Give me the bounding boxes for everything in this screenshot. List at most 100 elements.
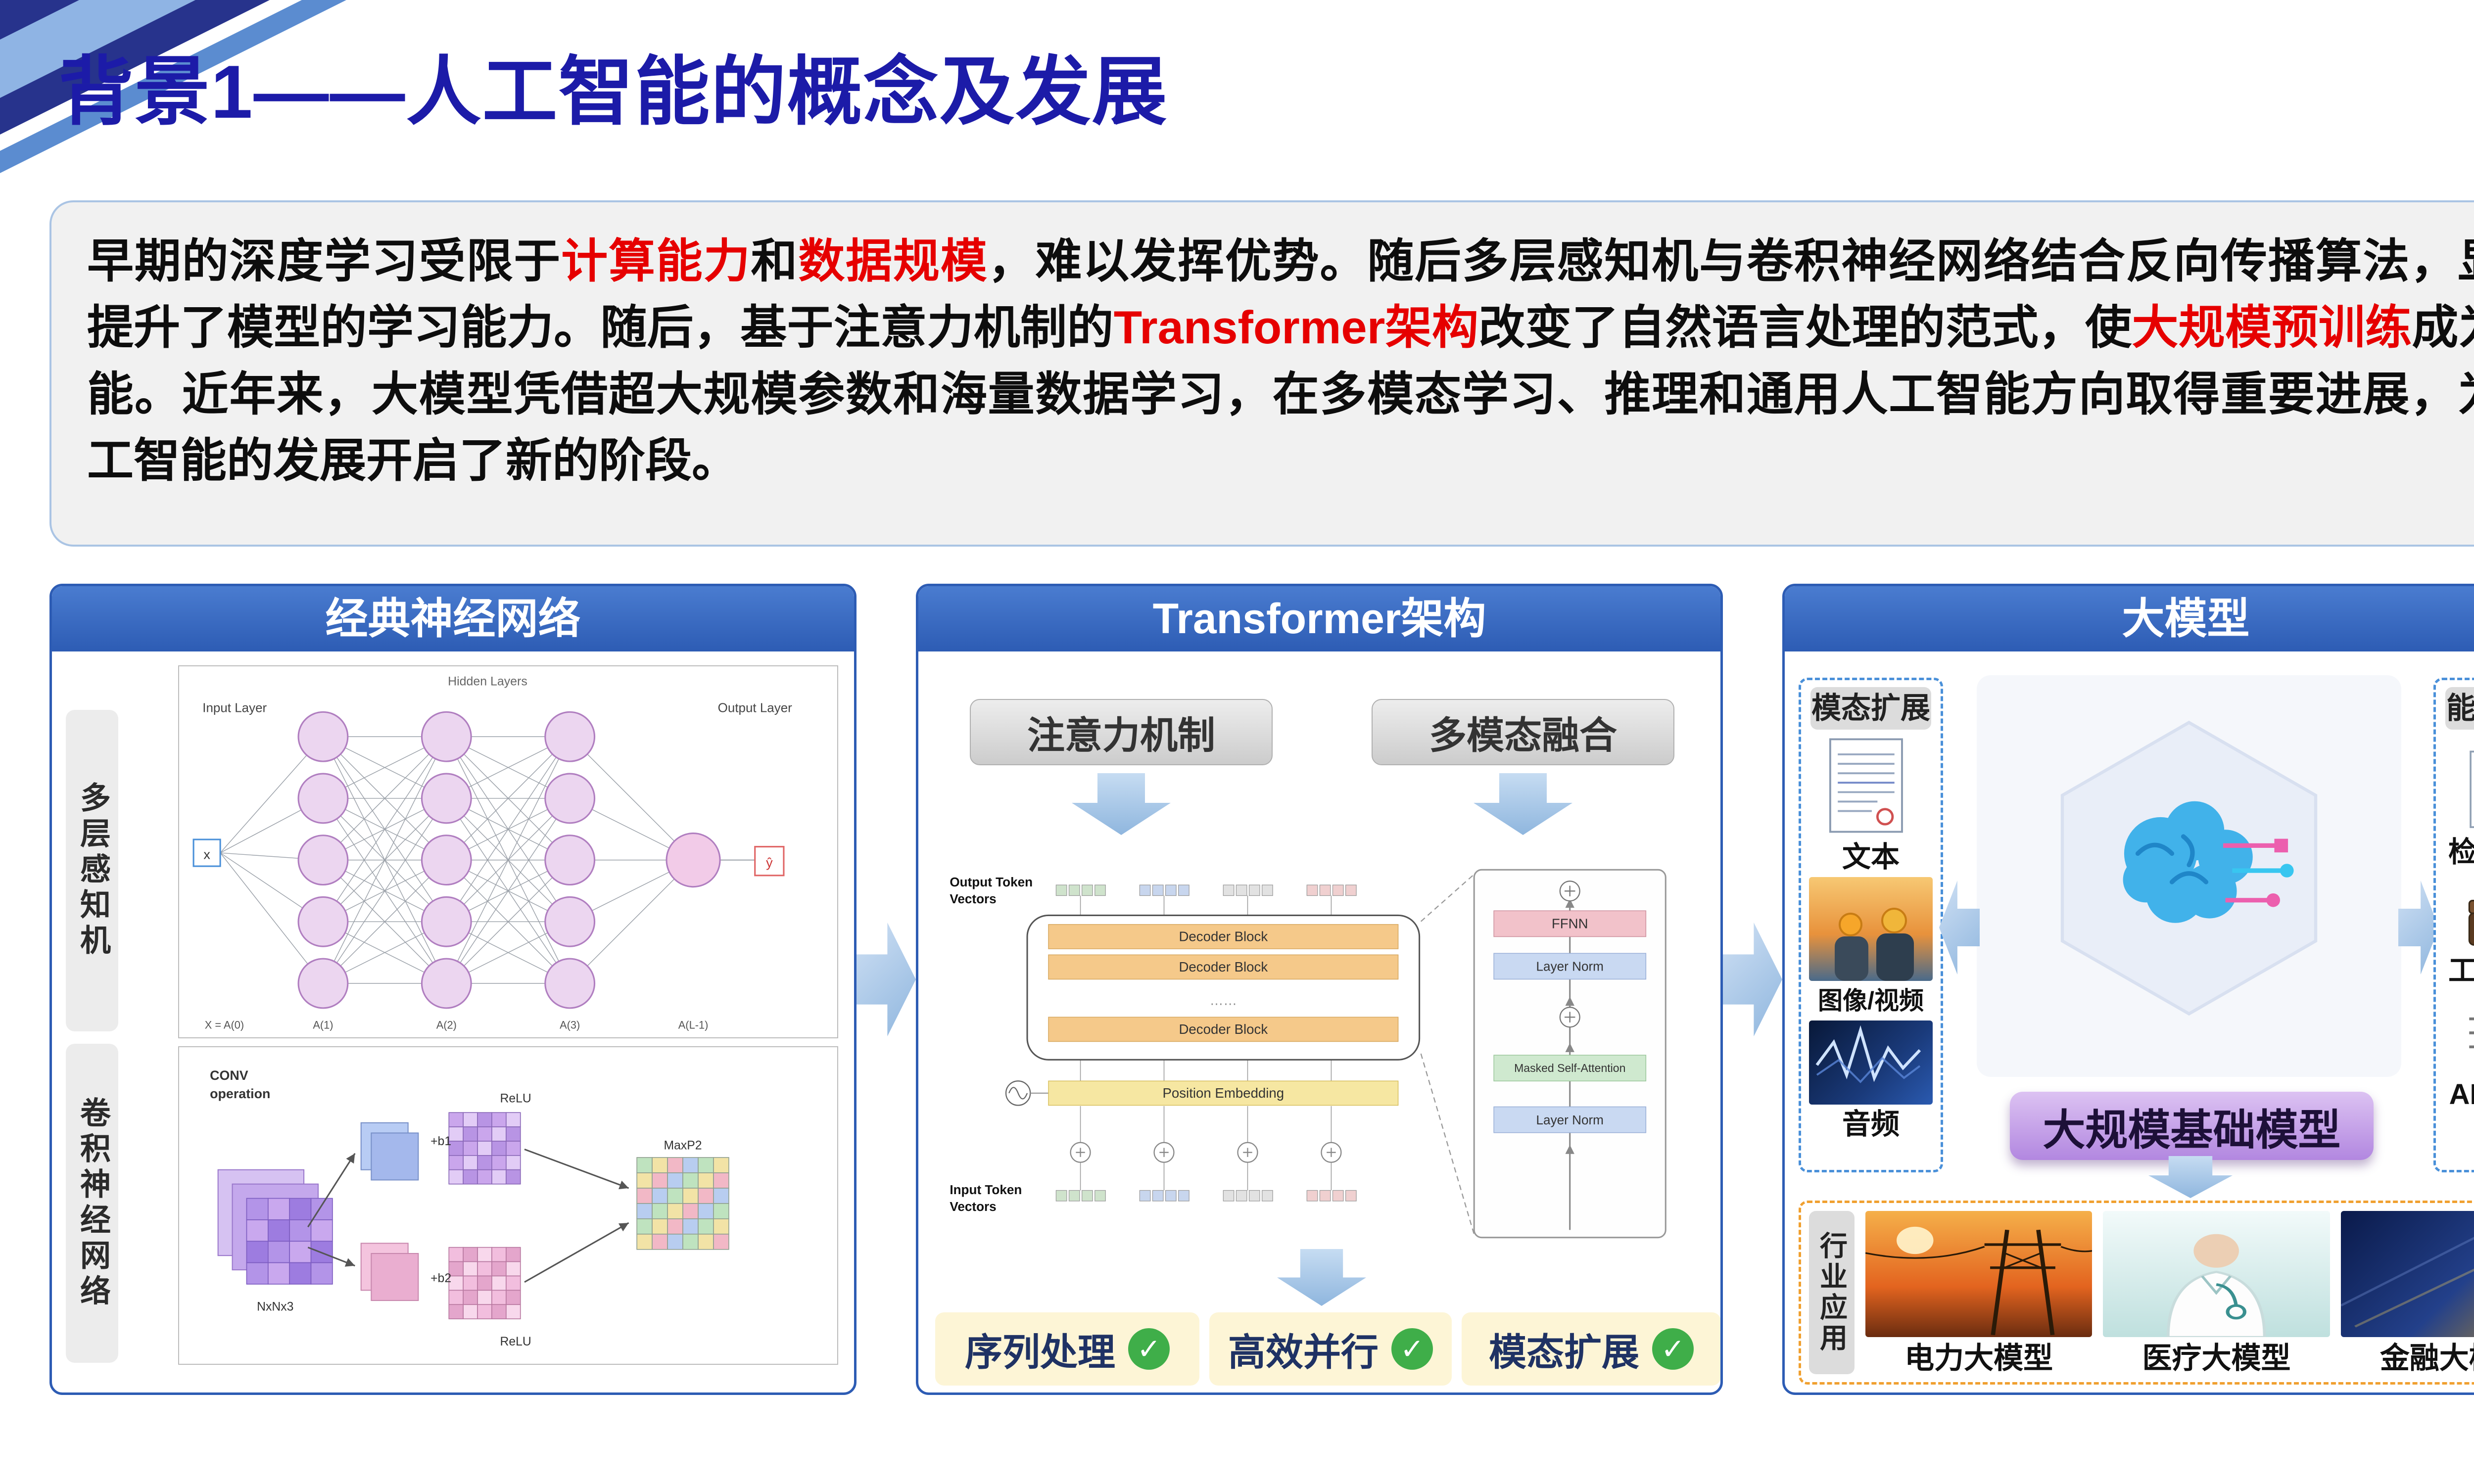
panel-classic-header: 经典神经网络 (52, 586, 854, 651)
intro-seg-highlight: Transformer架构 (1113, 301, 1479, 354)
mlp-output-symbol: ŷ (766, 855, 773, 870)
decoder-block-label: Decoder Block (1179, 1021, 1268, 1037)
modality-expansion-tab: 模态扩展 (1810, 687, 1931, 730)
down-arrow-icon (2148, 1156, 2233, 1198)
masked-self-attention-label: Masked Self-Attention (1514, 1062, 1625, 1074)
mlp-output-layer-label: Output Layer (718, 700, 792, 715)
industry-card-medical: 医疗大模型 (2103, 1211, 2330, 1375)
output-tokens-label: Output Token (950, 875, 1033, 889)
industry-caption: 金融大模型 (2379, 1342, 2474, 1375)
flow-arrow-right-icon (856, 923, 916, 1036)
mlp-input-symbol: x (203, 847, 210, 862)
flow-arrow-right-icon (1723, 923, 1782, 1036)
power-lines-illustration (1865, 1226, 2093, 1336)
mlp-math-label: A(2) (436, 1019, 457, 1031)
check-icon: ✓ (1391, 1328, 1433, 1370)
industry-applications-box: 行业应用 电力大模型 (1799, 1201, 2474, 1385)
mlp-math-label: A(L-1) (678, 1019, 709, 1031)
input-tokens-label: Input Token (950, 1182, 1022, 1197)
check-icon: ✓ (1652, 1328, 1694, 1370)
cnn-bias1-label: +b1 (430, 1135, 451, 1148)
decoder-block-label: Decoder Block (1179, 929, 1268, 944)
transformer-architecture-diagram: Output Token Vectors Input Token Vectors… (950, 869, 1666, 1239)
industry-card-power: 电力大模型 (1865, 1211, 2093, 1375)
down-arrow-icon (1072, 773, 1171, 835)
finance-digits-illustration: 5022 (2340, 1237, 2474, 1328)
capability-item-label: 检索增强 (2448, 836, 2474, 868)
waveform (1815, 1025, 1921, 1083)
panel-transformer: Transformer架构 注意力机制 多模态融合 Output Token V… (916, 584, 1723, 1395)
capability-item-label: 工具学习 (2448, 955, 2474, 987)
audio-wave-icon (1809, 1020, 1933, 1105)
ai-chip-icon: AI (2469, 1017, 2474, 1049)
output-tokens-label2: Vectors (950, 891, 996, 906)
left-arrow-icon (1939, 881, 1980, 974)
mlp-side-label: 多层感知机 (66, 710, 118, 1031)
right-arrow-icon (2398, 881, 2439, 974)
image-video-photo (1809, 877, 1933, 981)
cnn-operation-label: operation (210, 1086, 270, 1101)
panel-classic-networks: 经典神经网络 多层感知机 卷积神经网络 Hidden Layers Input … (49, 584, 856, 1395)
intro-paragraph: 早期的深度学习受限于计算能力和数据规模，难以发挥优势。随后多层感知机与卷积神经网… (87, 228, 2474, 494)
industry-applications-tab: 行业应用 (1809, 1211, 1855, 1374)
foundation-model-figure (1977, 675, 2401, 1077)
mlp-math-label: X = A(0) (205, 1019, 244, 1031)
industry-caption: 电力大模型 (1904, 1342, 2053, 1375)
panel-large-model-header: 大模型 (1785, 586, 2474, 651)
power-photo (1865, 1211, 2093, 1337)
feature-label: 高效并行 (1228, 1332, 1379, 1374)
position-embedding-label: Position Embedding (1162, 1085, 1284, 1101)
feature-label: 模态扩展 (1489, 1332, 1639, 1374)
attention-badge: 注意力机制 (970, 699, 1273, 765)
modality-item-label: 图像/视频 (1818, 987, 1924, 1015)
foundation-model-badge: 大规模基础模型 (2010, 1092, 2374, 1160)
down-arrow-icon (1474, 773, 1572, 835)
cnn-bias2-label: +b2 (430, 1272, 451, 1285)
feature-efficient-parallel: 高效并行 ✓ (1209, 1312, 1452, 1386)
layer-norm-label: Layer Norm (1536, 1113, 1604, 1127)
modality-item-label: 文本 (1842, 841, 1900, 873)
down-arrow-icon (1277, 1249, 1366, 1306)
intro-seg-highlight: 计算能力 (561, 235, 751, 287)
finance-photo: 5022 (2340, 1211, 2474, 1337)
cnn-input-size-label: NxNx3 (257, 1300, 293, 1314)
intro-seg-highlight: 数据规模 (798, 235, 988, 287)
capability-expansion-tab: 能力扩展 (2445, 687, 2474, 730)
retrieval-docs-icon (2470, 750, 2474, 828)
mlp-diagram: Hidden Layers Input Layer Output Layer x… (178, 665, 838, 1038)
input-tokens-label2: Vectors (950, 1199, 996, 1214)
cnn-side-label: 卷积神经网络 (66, 1044, 118, 1363)
page-title: 背景1——人工智能的概念及发展 (58, 50, 1168, 134)
cnn-relu1-label: ReLU (500, 1092, 531, 1105)
panel-large-model: 大模型 模态扩展 文本 (1782, 584, 2474, 1395)
intro-seg: 早期的深度学习受限于 (87, 235, 562, 287)
modality-item-label: 音频 (1842, 1108, 1900, 1140)
intro-seg: ，难以发挥优势。随后多层感知机与卷积神经网络结合反向传播算法，显著提升了模型的学… (87, 235, 2474, 354)
brain-circuit-icon (2123, 801, 2294, 923)
feature-sequence-processing: 序列处理 ✓ (935, 1312, 1199, 1386)
feature-label: 序列处理 (965, 1332, 1115, 1374)
industry-card-finance: 5022 金融大模型 (2340, 1211, 2474, 1375)
intro-seg: 成为可能。近年来，大模型凭借超大规模参数和海量数据学习，在多模态学习、推理和通用… (87, 301, 2474, 487)
cnn-relu2-label: ReLU (500, 1335, 531, 1348)
intro-seg: 改变了自然语言处理的范式，使 (1478, 301, 2132, 354)
feature-modal-expansion: 模态扩展 ✓ (1462, 1312, 1720, 1386)
intro-box: 早期的深度学习受限于计算能力和数据规模，难以发挥优势。随后多层感知机与卷积神经网… (49, 200, 2474, 547)
mlp-side-label-text: 多层感知机 (75, 782, 109, 960)
cnn-diagram: CONV operation NxNx3 +b1 +b2 ReLU ReLU M… (178, 1046, 838, 1365)
mlp-math-label: A(1) (313, 1019, 333, 1031)
cnn-conv-label: CONV (210, 1068, 248, 1083)
text-document-icon (1829, 738, 1903, 833)
decoder-block-label: Decoder Block (1179, 959, 1268, 974)
capability-expansion-box: 能力扩展 检索增强 工具学习 (2433, 678, 2474, 1172)
intro-seg-highlight: 大规模预训练 (2132, 301, 2412, 354)
modality-expansion-box: 模态扩展 文本 图像/视频 (1799, 678, 1943, 1172)
check-icon: ✓ (1128, 1328, 1170, 1370)
mlp-hidden-layers-label: Hidden Layers (448, 674, 527, 688)
decoder-dots: …… (1210, 993, 1237, 1008)
industry-caption: 医疗大模型 (2142, 1342, 2291, 1375)
ffnn-label: FFNN (1552, 916, 1588, 931)
medical-photo (2103, 1211, 2330, 1337)
mlp-input-layer-label: Input Layer (202, 700, 267, 715)
